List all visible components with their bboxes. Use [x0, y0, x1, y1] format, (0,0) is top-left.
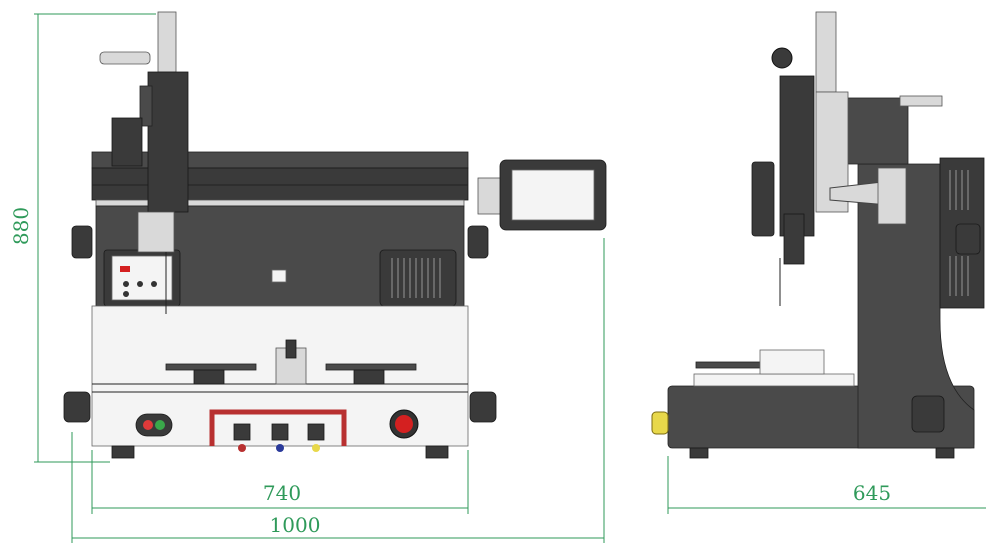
- side-depth-dimension-label: 645: [853, 481, 891, 505]
- dimension-lines: [34, 13, 986, 543]
- inner-width-dimension-label: 740: [263, 481, 301, 505]
- side-view: [651, 11, 985, 459]
- height-dimension-label: 880: [9, 207, 33, 245]
- front-view: [63, 11, 607, 459]
- outer-width-dimension-label: 1000: [270, 513, 321, 537]
